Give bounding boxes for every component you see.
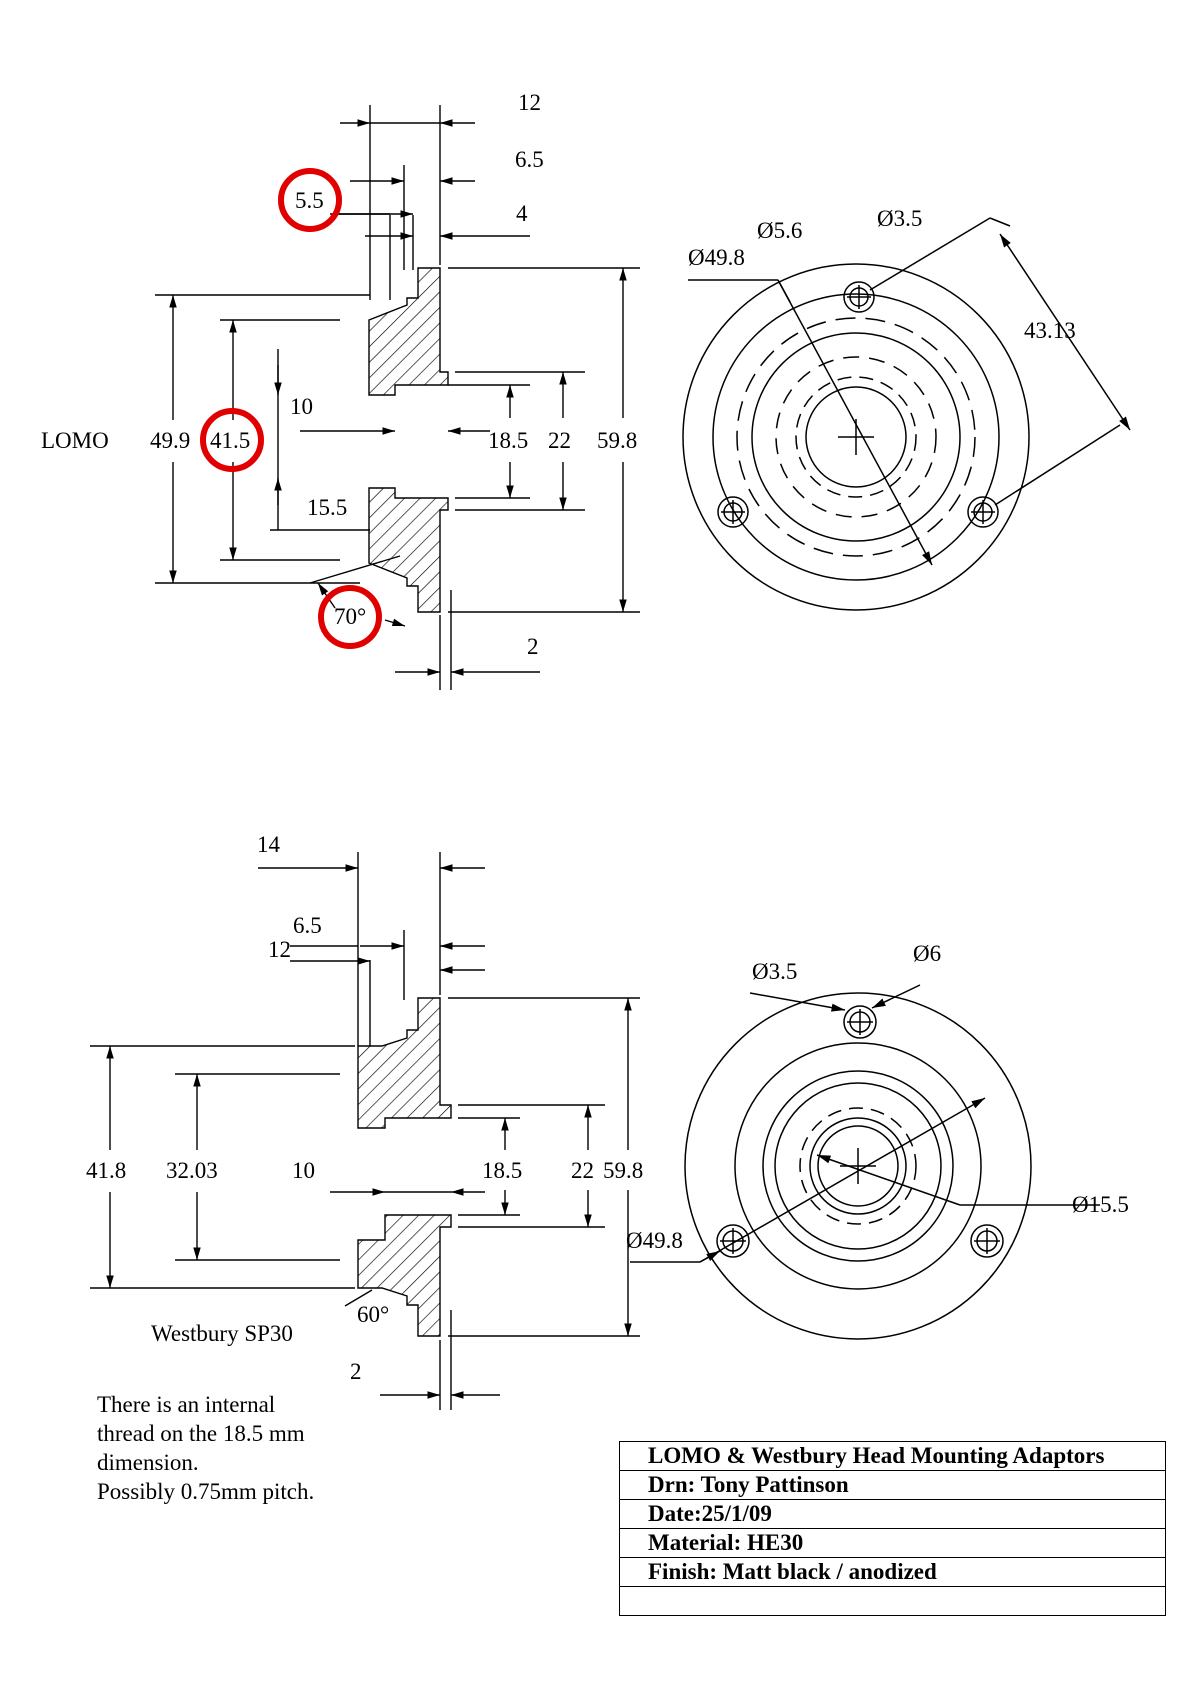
lomo-plan-labels: Ø49.8 Ø5.6 Ø3.5 43.13 [688,206,1076,343]
title-block-title: LOMO & Westbury Head Mounting Adaptors [620,1442,1165,1471]
westbury-upper-profile [357,997,452,1129]
westbury-hole-top [843,1005,877,1039]
westbury-dim-12: 12 [268,937,291,962]
lomo-dim-5-5: 5.5 [295,188,324,213]
westbury-dim-18-5: 18.5 [482,1158,522,1183]
westbury-plan-dia-49-8: Ø49.8 [626,1228,683,1253]
lomo-plan-dia-49-8: Ø49.8 [688,245,745,270]
lomo-dim-59-8: 59.8 [597,428,637,453]
note-line-3: dimension. [97,1450,199,1475]
lomo-labels: LOMO 12 6.5 5.5 4 10 15.5 49.9 41.5 18.5… [41,90,637,659]
highlight-circle-5-5 [278,168,342,232]
lomo-dim-4: 4 [516,201,528,226]
westbury-plan-dia-3-5: Ø3.5 [752,959,797,984]
lomo-dim-70-deg: 70° [334,604,366,629]
title-block-material: Material: HE30 [620,1529,1165,1558]
lomo-dim-12: 12 [518,90,541,115]
note-line-4: Possibly 0.75mm pitch. [97,1479,315,1504]
lomo-label: LOMO [41,428,109,453]
note-line-2: thread on the 18.5 mm [97,1421,305,1446]
title-block-finish: Finish: Matt black / anodized [620,1558,1165,1587]
lomo-plan-dia-5-6: Ø5.6 [757,218,802,243]
lomo-dim-10: 10 [290,394,313,419]
thread-note: There is an internal thread on the 18.5 … [97,1390,314,1506]
lomo-upper-profile [368,267,449,396]
westbury-labels: 14 6.5 12 41.8 32.03 10 18.5 22 59.8 60°… [86,832,643,1384]
westbury-lower-profile [357,1214,452,1337]
highlight-circle-41-5 [200,408,264,472]
westbury-dim-10: 10 [292,1158,315,1183]
westbury-plan-dia-15-5: Ø15.5 [1072,1192,1129,1217]
westbury-plan-labels: Ø3.5 Ø6 Ø15.5 Ø49.8 [626,941,1129,1253]
westbury-dim-41-8: 41.8 [86,1158,126,1183]
lomo-dim-6-5: 6.5 [515,147,544,172]
westbury-dim-2: 2 [350,1359,362,1384]
title-block-date: Date:25/1/09 [620,1500,1165,1529]
lomo-hole-right [967,496,999,528]
lomo-plan-dia-3-5: Ø3.5 [877,206,922,231]
lomo-hole-top [843,281,875,313]
title-block: LOMO & Westbury Head Mounting Adaptors D… [619,1441,1166,1616]
lomo-dim-18-5: 18.5 [488,428,528,453]
lomo-dim-49-9: 49.9 [150,428,190,453]
lomo-dim-22: 22 [548,428,571,453]
westbury-dim-6-5: 6.5 [293,913,322,938]
westbury-plan-view [630,984,1100,1340]
westbury-label: Westbury SP30 [151,1321,293,1346]
lomo-section-view [155,105,640,690]
lomo-hole-left [717,496,749,528]
note-line-1: There is an internal [97,1392,276,1417]
lomo-plan-view [682,217,1131,611]
westbury-plan-dia-6: Ø6 [913,941,941,966]
lomo-dim-15-5: 15.5 [307,495,347,520]
lomo-plan-dim-43-13: 43.13 [1024,318,1076,343]
westbury-dim-60-deg: 60° [357,1302,389,1327]
westbury-dim-22: 22 [571,1158,594,1183]
lomo-dim-41-5: 41.5 [210,428,250,453]
lomo-lower-profile [368,487,449,613]
westbury-dim-14: 14 [257,832,281,857]
westbury-hole-left [716,1224,750,1258]
westbury-section-view [90,852,640,1410]
westbury-dim-59-8: 59.8 [603,1158,643,1183]
westbury-hole-right [970,1224,1004,1258]
title-block-drawn: Drn: Tony Pattinson [620,1471,1165,1500]
title-block-blank-row [620,1587,1165,1615]
westbury-dim-32-03: 32.03 [166,1158,218,1183]
highlight-circles [200,168,382,649]
lomo-dim-2: 2 [527,634,539,659]
highlight-circle-70-deg [318,585,382,649]
